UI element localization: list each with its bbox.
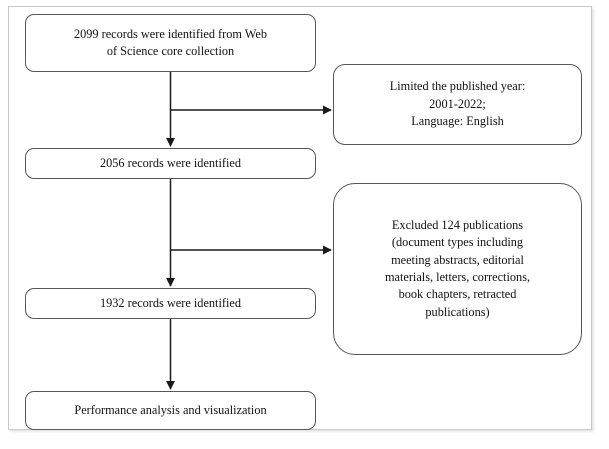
node-line: 2099 records were identified from Web [73, 26, 268, 41]
node-line: 2001-2022; [429, 96, 486, 111]
node-line: of Science core collection [106, 44, 235, 58]
node-line: (document types including [391, 235, 524, 250]
node-performance-analysis: Performance analysis and visualization [25, 391, 316, 430]
node-line: book chapters, retracted [398, 287, 517, 302]
node-line: publications) [425, 304, 490, 319]
node-limited-criteria: Limited the published year: 2001-2022; L… [333, 64, 582, 145]
node-excluded-publications: Excluded 124 publications (document type… [333, 183, 582, 355]
node-line: Language: English [411, 114, 504, 129]
node-line: Performance analysis and visualization [74, 402, 267, 417]
node-line: Limited the published year: [389, 79, 526, 94]
node-line: 2056 records were identified [99, 155, 242, 170]
node-records-1932: 1932 records were identified [25, 288, 316, 319]
node-line: meeting abstracts, editorial [391, 252, 524, 267]
node-line: materials, letters, corrections, [384, 270, 531, 284]
node-records-2056: 2056 records were identified [25, 148, 316, 179]
node-line: Excluded 124 publications [391, 217, 524, 232]
node-records-identified: 2099 records were identified from Web of… [25, 14, 316, 72]
node-line: 1932 records were identified [99, 295, 242, 310]
